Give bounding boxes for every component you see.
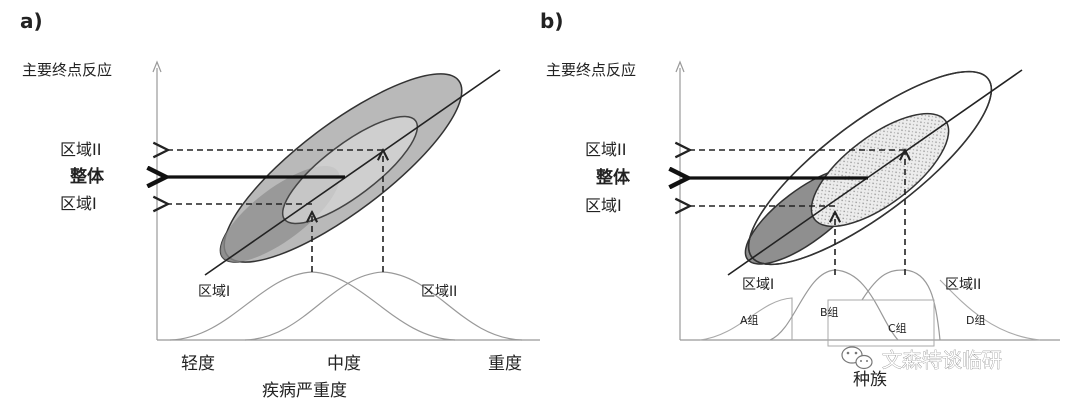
panel-a-tick-severe: 重度: [488, 354, 522, 374]
panel-a-y-axis-arrow-icon: [152, 60, 162, 73]
panel-b-group-a: A组: [740, 313, 759, 327]
panel-b-label-region-1: 区域I: [585, 196, 622, 215]
panel-a-curve-region-1: [169, 271, 456, 341]
panel-a-tick-mild: 轻度: [181, 354, 215, 374]
panel-a-label-region-1: 区域I: [60, 194, 97, 213]
panel-a-curve-label-region-1: 区域I: [198, 284, 230, 300]
watermark-text: 文森特谈临研: [882, 348, 1002, 372]
panel-a-curve-label-region-2: 区域II: [421, 284, 457, 300]
watermark: 文森特谈临研: [841, 346, 1002, 372]
panel-b-ellipse-region-2: [810, 112, 950, 228]
panel-b: b) 主要终点反应 区域II 整体 区域I 区域I 区域II: [540, 9, 1060, 390]
panel-b-label-overall: 整体: [596, 167, 631, 188]
panel-b-curve-label-region-1: 区域I: [742, 277, 774, 293]
panel-b-label: b): [540, 9, 563, 33]
panel-b-curve-group-a: [699, 297, 793, 341]
panel-b-y-axis-title: 主要终点反应: [546, 61, 636, 79]
panel-b-group-d: D组: [966, 313, 985, 327]
panel-a-y-axis-title: 主要终点反应: [22, 61, 112, 79]
panel-a-label: a): [20, 9, 43, 33]
panel-a: a) 主要终点反应 区域II 整体 区域I 区域I 区域II 轻度 中度: [20, 9, 540, 401]
panel-b-ellipse-overall-outline: [747, 70, 993, 266]
panel-a-x-axis-title: 疾病严重度: [262, 381, 347, 401]
panel-a-trend-line: [204, 69, 501, 276]
panel-b-curve-group-b: [769, 269, 899, 341]
wechat-icon: [841, 346, 873, 370]
panel-b-y-axis-arrow-icon: [675, 60, 685, 73]
panel-b-trend-line: [727, 69, 1023, 276]
panel-b-curve-label-region-2: 区域II: [945, 277, 981, 293]
panel-a-label-overall: 整体: [70, 166, 105, 187]
panel-b-group-b: B组: [820, 305, 839, 319]
panel-a-tick-moderate: 中度: [327, 354, 361, 374]
panel-b-label-region-2: 区域II: [585, 140, 626, 159]
panel-b-group-c-box: [827, 299, 935, 347]
panel-b-curve-group-d: [939, 279, 1041, 341]
panel-a-label-region-2: 区域II: [60, 140, 101, 159]
panel-b-group-c: C组: [888, 321, 907, 335]
panel-a-curve-region-2: [244, 271, 523, 341]
panel-b-x-axis-title: 种族: [853, 370, 887, 390]
